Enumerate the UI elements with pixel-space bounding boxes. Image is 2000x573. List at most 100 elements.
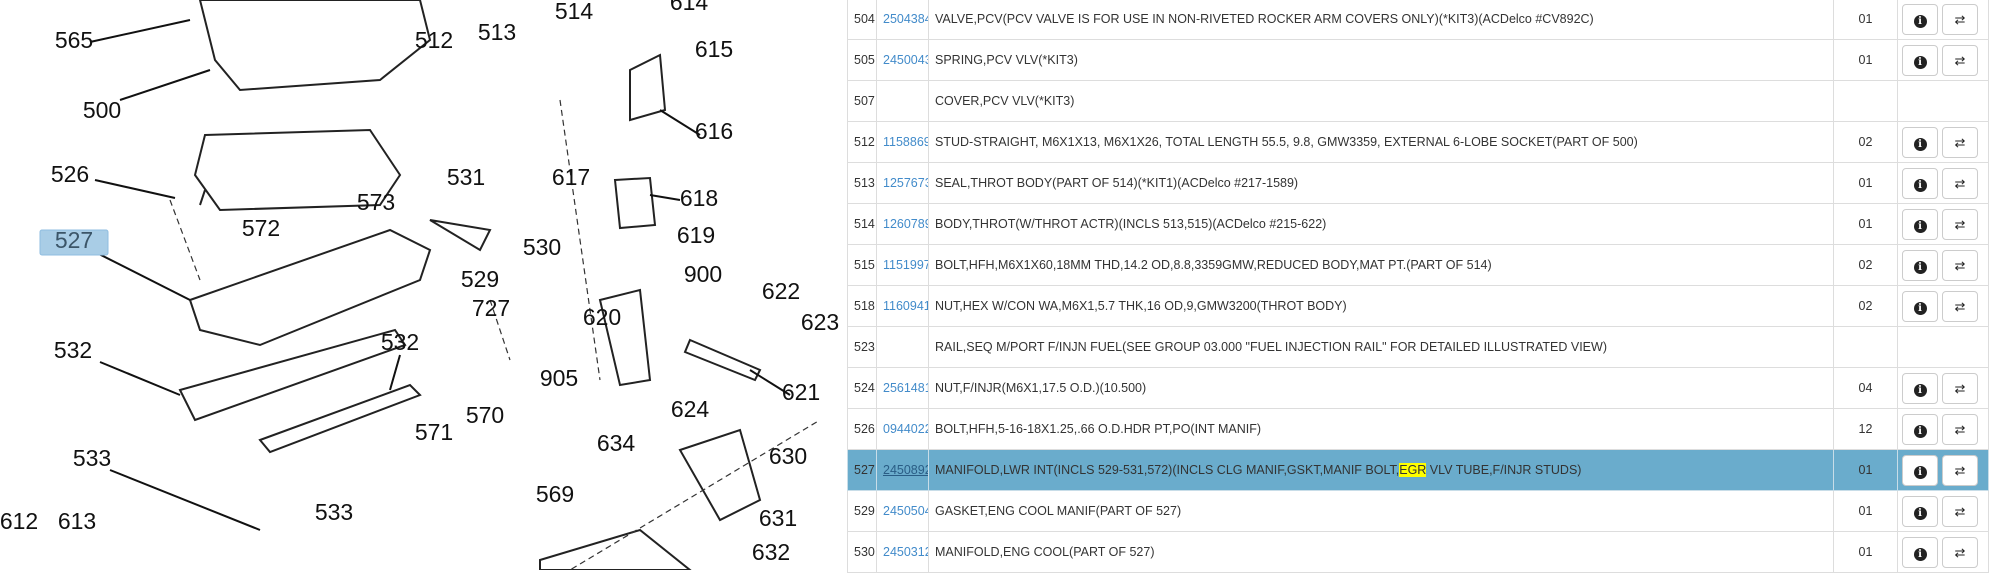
- callout[interactable]: 618: [680, 185, 718, 211]
- part-number-link[interactable]: 25043843: [883, 12, 928, 26]
- part-number-link[interactable]: 24503123: [883, 545, 928, 559]
- exchange-button[interactable]: ⇄: [1942, 44, 1978, 76]
- table-row[interactable]: 512 11588698 STUD-STRAIGHT, M6X1X13, M6X…: [847, 121, 1989, 163]
- callout[interactable]: 571: [415, 419, 453, 445]
- exchange-button[interactable]: ⇄: [1942, 454, 1978, 486]
- info-circle-icon: i: [1913, 55, 1927, 69]
- exchange-button[interactable]: ⇄: [1942, 126, 1978, 158]
- actions-cell: i⇄: [1897, 490, 1989, 532]
- callout[interactable]: 573: [357, 189, 395, 215]
- callout[interactable]: 513: [478, 19, 516, 45]
- info-button[interactable]: i: [1902, 167, 1938, 199]
- info-button[interactable]: i: [1902, 495, 1938, 527]
- table-row[interactable]: 527 24508923 MANIFOLD,LWR INT(INCLS 529-…: [847, 449, 1989, 491]
- callout[interactable]: 900: [684, 261, 722, 287]
- callout[interactable]: 532: [54, 337, 92, 363]
- part-number-link[interactable]: 09440227: [883, 422, 928, 436]
- callout[interactable]: 622: [762, 278, 800, 304]
- callout[interactable]: 512: [415, 27, 453, 53]
- exchange-button[interactable]: ⇄: [1942, 167, 1978, 199]
- table-row[interactable]: 529 24505049 GASKET,ENG COOL MANIF(PART …: [847, 490, 1989, 532]
- callout[interactable]: 624: [671, 396, 710, 422]
- callout[interactable]: 532: [381, 329, 419, 355]
- info-button[interactable]: i: [1902, 3, 1938, 35]
- callout[interactable]: 565: [55, 27, 93, 53]
- callout[interactable]: 905: [540, 365, 578, 391]
- info-circle-icon: i: [1913, 424, 1927, 438]
- callout[interactable]: 620: [583, 304, 621, 330]
- table-row[interactable]: 518 11609411 NUT,HEX W/CON WA,M6X1,5.7 T…: [847, 285, 1989, 327]
- info-button[interactable]: i: [1902, 290, 1938, 322]
- callout[interactable]: 569: [536, 481, 574, 507]
- info-button[interactable]: i: [1902, 249, 1938, 281]
- info-button[interactable]: i: [1902, 454, 1938, 486]
- callout[interactable]: 614: [670, 0, 709, 15]
- table-row[interactable]: 515 11519973 BOLT,HFH,M6X1X60,18MM THD,1…: [847, 244, 1989, 286]
- table-row[interactable]: 513 12576730 SEAL,THROT BODY(PART OF 514…: [847, 162, 1989, 204]
- callout-selected[interactable]: 527: [55, 227, 93, 253]
- callout[interactable]: 526: [51, 161, 89, 187]
- part-number-link[interactable]: 11588698: [883, 135, 928, 149]
- ref-number: 513: [847, 162, 877, 204]
- callout[interactable]: 613: [58, 508, 96, 534]
- callout[interactable]: 621: [782, 379, 820, 405]
- callout[interactable]: 500: [83, 97, 121, 123]
- part-number-link[interactable]: 12576730: [883, 176, 928, 190]
- callout[interactable]: 531: [447, 164, 485, 190]
- callout[interactable]: 630: [769, 443, 807, 469]
- description-text: BOLT,HFH,M6X1X60,18MM THD,14.2 OD,8.8,33…: [935, 258, 1492, 272]
- info-circle-icon: i: [1913, 506, 1927, 520]
- callout[interactable]: 612: [0, 508, 38, 534]
- callout[interactable]: 533: [73, 445, 111, 471]
- callout[interactable]: 529: [461, 266, 499, 292]
- table-row[interactable]: 523 RAIL,SEQ M/PORT F/INJN FUEL(SEE GROU…: [847, 326, 1989, 368]
- table-row[interactable]: 507 COVER,PCV VLV(*KIT3): [847, 80, 1989, 122]
- part-number-link[interactable]: 11519973: [883, 258, 928, 272]
- part-number-link[interactable]: 24508923: [883, 463, 928, 477]
- exchange-button[interactable]: ⇄: [1942, 290, 1978, 322]
- callout[interactable]: 727: [472, 295, 510, 321]
- callout[interactable]: 615: [695, 36, 733, 62]
- part-number-link[interactable]: 12607894: [883, 217, 928, 231]
- info-button[interactable]: i: [1902, 413, 1938, 445]
- callout[interactable]: 632: [752, 539, 790, 565]
- exchange-button[interactable]: ⇄: [1942, 208, 1978, 240]
- exchange-button[interactable]: ⇄: [1942, 536, 1978, 568]
- exchange-button[interactable]: ⇄: [1942, 495, 1978, 527]
- part-number-link[interactable]: 24500431: [883, 53, 928, 67]
- info-button[interactable]: i: [1902, 372, 1938, 404]
- exchange-button[interactable]: ⇄: [1942, 3, 1978, 35]
- table-row[interactable]: 504 25043843 VALVE,PCV(PCV VALVE IS FOR …: [847, 0, 1989, 40]
- exchange-arrows-icon: ⇄: [1954, 52, 1966, 68]
- callout[interactable]: 619: [677, 222, 715, 248]
- info-button[interactable]: i: [1902, 126, 1938, 158]
- description-text: BOLT,HFH,5-16-18X1.25,.66 O.D.HDR PT,PO(…: [935, 422, 1262, 436]
- callouts[interactable]: 565 512 513 514 614 615 500 616 526 531 …: [0, 0, 839, 565]
- ref-number: 518: [847, 285, 877, 327]
- exchange-button[interactable]: ⇄: [1942, 249, 1978, 281]
- callout[interactable]: 631: [759, 505, 797, 531]
- callout[interactable]: 572: [242, 215, 280, 241]
- table-row[interactable]: 530 24503123 MANIFOLD,ENG COOL(PART OF 5…: [847, 531, 1989, 573]
- callout[interactable]: 533: [315, 499, 353, 525]
- table-row[interactable]: 524 25614815 NUT,F/INJR(M6X1,17.5 O.D.)(…: [847, 367, 1989, 409]
- table-row[interactable]: 505 24500431 SPRING,PCV VLV(*KIT3) 01 i⇄: [847, 39, 1989, 81]
- exchange-button[interactable]: ⇄: [1942, 372, 1978, 404]
- callout[interactable]: 634: [597, 430, 636, 456]
- info-button[interactable]: i: [1902, 536, 1938, 568]
- info-button[interactable]: i: [1902, 208, 1938, 240]
- callout[interactable]: 617: [552, 164, 590, 190]
- part-number-link[interactable]: 24505049: [883, 504, 928, 518]
- part-number-link[interactable]: 25614815: [883, 381, 928, 395]
- callout[interactable]: 570: [466, 402, 504, 428]
- exchange-button[interactable]: ⇄: [1942, 413, 1978, 445]
- callout[interactable]: 623: [801, 309, 839, 335]
- part-number-cell: 11519973: [876, 244, 929, 286]
- callout[interactable]: 514: [555, 0, 594, 24]
- callout[interactable]: 530: [523, 234, 561, 260]
- part-number-link[interactable]: 11609411: [883, 299, 928, 313]
- info-button[interactable]: i: [1902, 44, 1938, 76]
- table-row[interactable]: 514 12607894 BODY,THROT(W/THROT ACTR)(IN…: [847, 203, 1989, 245]
- callout[interactable]: 616: [695, 118, 733, 144]
- table-row[interactable]: 526 09440227 BOLT,HFH,5-16-18X1.25,.66 O…: [847, 408, 1989, 450]
